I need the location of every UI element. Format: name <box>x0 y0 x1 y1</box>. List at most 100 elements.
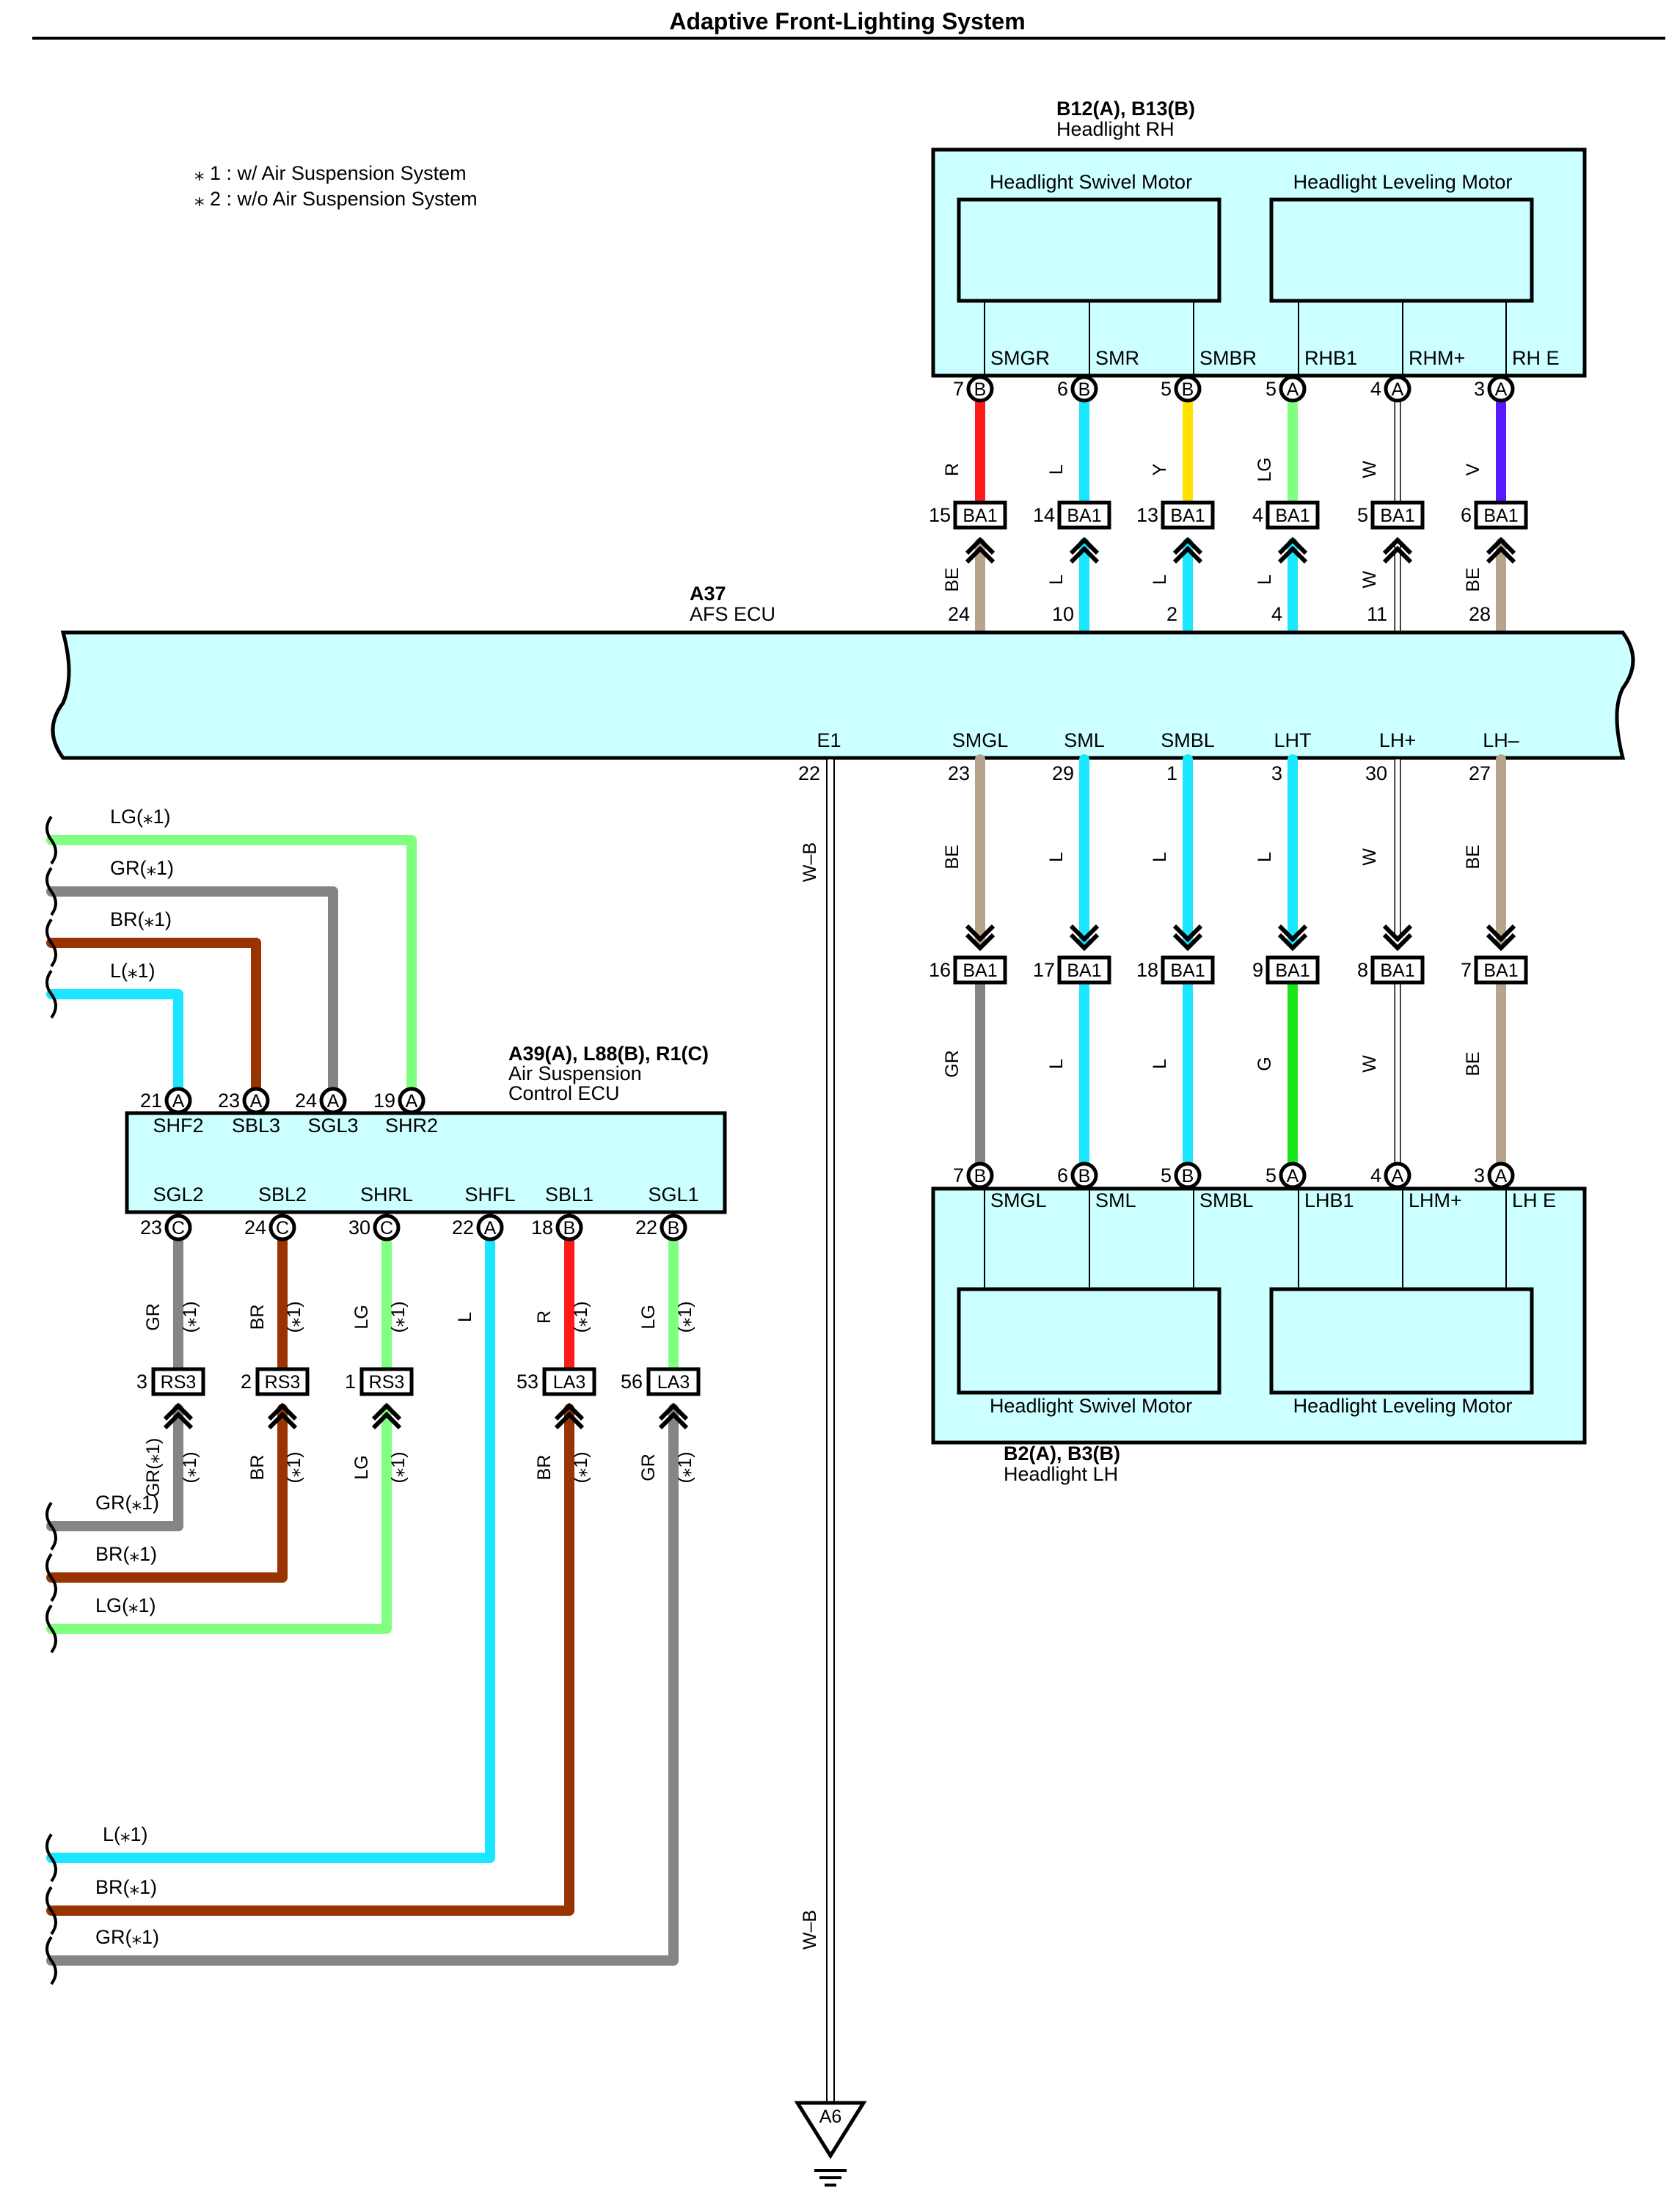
as-bottom-pin-number: 22 <box>635 1217 657 1239</box>
as-top-pin-2: A <box>242 1087 270 1115</box>
as-lower-wire-code: GR(⁎1) <box>95 1492 159 1514</box>
as-bottom-terminal-label: SBL2 <box>258 1184 307 1206</box>
as-top-terminal-label: SHR2 <box>385 1115 438 1137</box>
ground-wire-code-1: W–B <box>800 842 820 882</box>
rh-ba1-pin: 13 <box>1136 504 1158 526</box>
rh-ba1-pin: 5 <box>1357 504 1368 526</box>
as-bottom-pin-6-ring <box>660 1214 687 1241</box>
as-chevron-stroke <box>554 1411 585 1430</box>
as-connector-2-frame <box>255 1367 310 1396</box>
rh-pin-3-letter: B <box>1182 379 1194 400</box>
rh-ba1-pin: 15 <box>929 504 951 526</box>
rh-wire-code: V <box>1463 463 1483 475</box>
lh-chevron-stroke <box>1486 933 1516 952</box>
as-bottom-terminal-label: SHRL <box>360 1184 413 1206</box>
as-top-terminal-label: SHF2 <box>153 1115 203 1137</box>
as-top-break-mark <box>45 918 57 968</box>
as-connector-3-label: RS3 <box>369 1372 405 1393</box>
rh-pin-number: 3 <box>1474 378 1485 400</box>
rh-pin-number: 7 <box>953 378 964 400</box>
as-bottom-wire-3-lower <box>46 1404 392 1634</box>
as-bottom-break-mark <box>45 1553 57 1602</box>
lh-pin-number: 5 <box>1266 1164 1277 1186</box>
as-bottom-break-mark <box>45 1886 57 1936</box>
as-bottom-pin-5-ring <box>555 1214 583 1241</box>
lh-wire-code: L <box>1046 1059 1067 1069</box>
rh-ecu-wire-code: L <box>1150 575 1170 585</box>
as-top-wire-code: GR(⁎1) <box>110 857 174 879</box>
lh-pin-number: 6 <box>1057 1164 1068 1186</box>
as-connector-1: RS3 <box>151 1367 205 1396</box>
rh-ba1-pin: 6 <box>1461 504 1472 526</box>
as-bottom-pin-2-letter: C <box>276 1218 289 1239</box>
lh-chevron-stroke <box>1277 933 1308 952</box>
lh-chevron <box>965 924 996 952</box>
rh-chevron-stroke <box>965 536 996 555</box>
rh-ba1-connector: BA1 <box>1057 500 1111 530</box>
lh-chevron-stroke <box>1382 924 1413 943</box>
lh-terminal-label: LHM+ <box>1409 1189 1462 1211</box>
as-bottom-wire-4 <box>46 1235 495 1863</box>
as-bottom-wire-1-lower <box>46 1404 183 1531</box>
lh-ba1-pin: 7 <box>1461 959 1472 981</box>
as-top-pin-4-ring <box>398 1087 426 1115</box>
rh-chevron <box>965 536 996 564</box>
lh-ecu-wire-code: L <box>1046 852 1067 862</box>
air-suspension-ref: A39(A), L88(B), R1(C) <box>508 1043 709 1065</box>
rh-pin-1: B <box>966 375 994 403</box>
air-suspension-name-2: Control ECU <box>508 1082 620 1104</box>
air-suspension-name-1: Air Suspension <box>508 1062 642 1084</box>
rh-ecu-pin: 11 <box>1367 603 1387 625</box>
as-top-wire-2 <box>46 938 261 1095</box>
rh-wire-code: L <box>1046 464 1067 475</box>
rh-chevron <box>1277 536 1308 564</box>
lh-ba1-connector-frame <box>1370 955 1425 985</box>
as-chevron-stroke <box>371 1411 402 1430</box>
as-chevron-stroke <box>163 1402 194 1421</box>
ground-pin: 22 <box>798 762 820 784</box>
rh-swivel-motor <box>957 197 1221 303</box>
as-chevron-stroke <box>163 1411 194 1430</box>
rh-wire-code: LG <box>1254 457 1275 481</box>
as-top-pin-1-ring <box>164 1087 192 1115</box>
as-bottom-pin-4-ring <box>476 1214 504 1241</box>
as-bottom-wire-code: L <box>455 1312 475 1322</box>
as-bottom-terminal-label: SHFL <box>464 1184 515 1206</box>
rh-wire-code: Y <box>1150 463 1170 475</box>
rh-terminal-label: SMR <box>1095 347 1139 369</box>
as-top-wire-3 <box>46 886 338 1095</box>
as-bottom-terminal-label: SGL2 <box>153 1184 203 1206</box>
lh-pin-1-letter: B <box>974 1166 987 1186</box>
as-bottom-break-mark <box>45 1501 57 1551</box>
rh-ba1-connector-frame <box>1057 500 1111 530</box>
lh-terminal-label: LHB1 <box>1304 1189 1354 1211</box>
as-connector-pin: 2 <box>241 1371 252 1393</box>
as-lower-wire-letter: GR <box>638 1454 659 1481</box>
note-2: ⁎ 2 : w/o Air Suspension System <box>194 188 478 210</box>
lh-ecu-wire-code: L <box>1150 852 1170 862</box>
as-bottom-terminal-label: SBL1 <box>545 1184 594 1206</box>
as-bottom-wire-5-lower <box>46 1404 574 1916</box>
as-bottom-wire-6-lower-core <box>46 1404 679 1966</box>
rh-pin-6-ring <box>1487 375 1515 403</box>
rh-chevron-stroke <box>1069 536 1100 555</box>
as-bottom-terminal-label: SGL1 <box>648 1184 698 1206</box>
lh-ecu-wire-code: L <box>1254 852 1275 862</box>
page-title: Adaptive Front-Lighting System <box>669 8 1025 34</box>
rh-pin-4: A <box>1279 375 1307 403</box>
as-bottom-pin-2: C <box>269 1214 296 1241</box>
rh-chevron-stroke <box>1172 545 1203 564</box>
lh-pin-3-letter: B <box>1182 1166 1194 1186</box>
rh-pin-5-ring <box>1384 375 1411 403</box>
lh-pin-5-letter: A <box>1392 1166 1404 1186</box>
lh-ecu-pin: 3 <box>1271 762 1282 784</box>
lh-swivel-motor-label: Headlight Swivel Motor <box>990 1395 1192 1417</box>
lh-chevron <box>1069 924 1100 952</box>
rh-ba1-connector-label: BA1 <box>1170 506 1205 526</box>
rh-ba1-connector: BA1 <box>953 500 1007 530</box>
rh-ecu-wire-code: L <box>1254 575 1275 585</box>
lh-chevron-stroke <box>965 933 996 952</box>
lh-ba1-connector: BA1 <box>1266 955 1320 985</box>
lh-ba1-pin: 8 <box>1357 959 1368 981</box>
